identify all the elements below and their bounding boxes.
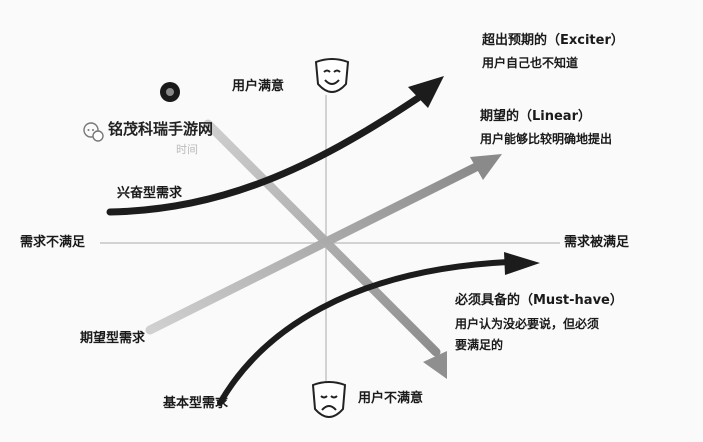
axis-label-left: 需求不满足 [20,235,86,250]
axis-label-top: 用户满意 [232,79,285,94]
exciter-desc: 用户自己也不知道 [482,56,579,70]
exciter-title: 超出预期的（Exciter） [482,33,624,48]
watermark-sub: 时间 [176,143,198,156]
expected-requirement-label: 期望型需求 [80,331,146,346]
must-have-arrow [203,119,447,379]
linear-arrow [145,154,502,335]
linear-title: 期望的（Linear） [480,109,591,124]
round-emblem-icon [160,82,180,102]
happy-mask-icon [314,58,350,93]
exciting-requirement-label: 兴奋型需求 [117,186,183,201]
basic-requirement-label: 基本型需求 [163,396,229,411]
exciter-arrow [106,76,444,216]
musthave-desc-1: 用户认为没必要说，但必须 [455,317,600,331]
basic-curve-arrow [217,252,540,406]
musthave-desc-2: 要满足的 [455,338,504,352]
axis-label-bottom: 用户不满意 [358,391,424,406]
axis-label-right: 需求被满足 [564,235,630,250]
watermark-brand: 铭茂科瑞手游网 [108,120,214,138]
sad-mask-icon [311,381,347,418]
linear-desc: 用户能够比较明确地提出 [480,132,613,146]
musthave-title: 必须具备的（Must-have） [455,293,623,308]
watermark-logo-icon [83,122,104,142]
